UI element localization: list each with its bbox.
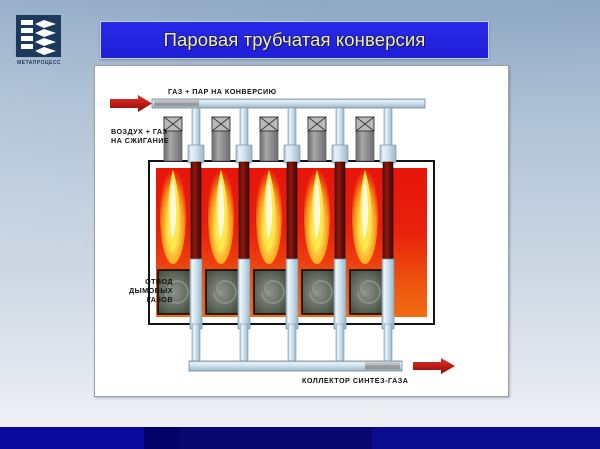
burner [211,116,231,162]
logo-mark-icon [15,14,62,58]
label-flue-gas-line3: ГАЗОВ [146,295,173,304]
burner [163,116,183,162]
flue-gas-box [205,269,244,315]
label-feed-inlet: ГАЗ + ПАР НА КОНВЕРСИЮ [168,87,277,96]
flue-gas-box-group [157,269,388,315]
syngas-collector-pipe [188,360,403,372]
label-combustion-air: ВОЗДУХ + ГАЗ НА СЖИГАНИЕ [111,127,169,145]
slide-title-box: Паровая трубчатая конверсия [100,21,489,59]
reformer-diagram [110,95,455,374]
reformer-tube-group [187,107,397,367]
label-syngas-collector: КОЛЛЕКТОР СИНТЕЗ-ГАЗА [302,376,409,385]
burner-group [163,116,375,162]
reformer-tube [235,107,253,367]
flue-gas-box [349,269,388,315]
feed-header-pipe [151,98,426,109]
flame [160,168,186,264]
company-logo: МЕТАПРОЦЕСС [11,14,67,66]
logo-caption: МЕТАПРОЦЕСС [16,60,62,66]
burner [259,116,279,162]
reformer-tube [187,107,205,367]
flue-gas-box [157,269,196,315]
flame [256,168,282,264]
slide-bottom-bar [0,427,600,449]
label-flue-gas-outlet: ОТВОД ДЫМОВЫХ ГАЗОВ [106,277,173,304]
label-flue-gas-line2: ДЫМОВЫХ [129,286,173,295]
diagram-panel: ГАЗ + ПАР НА КОНВЕРСИЮ ВОЗДУХ + ГАЗ НА С… [94,65,509,397]
logo-waves-icon [16,15,61,57]
burner [307,116,327,162]
burner [355,116,375,162]
flame [352,168,378,264]
label-combustion-air-line1: ВОЗДУХ + ГАЗ [111,127,168,136]
label-combustion-air-line2: НА СЖИГАНИЕ [111,136,170,145]
flame-group [160,168,378,264]
flame [304,168,330,264]
reformer-tube [379,107,397,367]
page-title: Паровая трубчатая конверсия [163,29,426,50]
feed-inlet-arrow-icon [110,95,152,112]
reformer-tube [331,107,349,367]
reformer-tube [283,107,301,367]
syngas-outlet-arrow-icon [413,358,455,374]
flue-gas-box [301,269,340,315]
label-flue-gas-line1: ОТВОД [145,277,173,286]
flue-gas-box [253,269,292,315]
flame [208,168,234,264]
